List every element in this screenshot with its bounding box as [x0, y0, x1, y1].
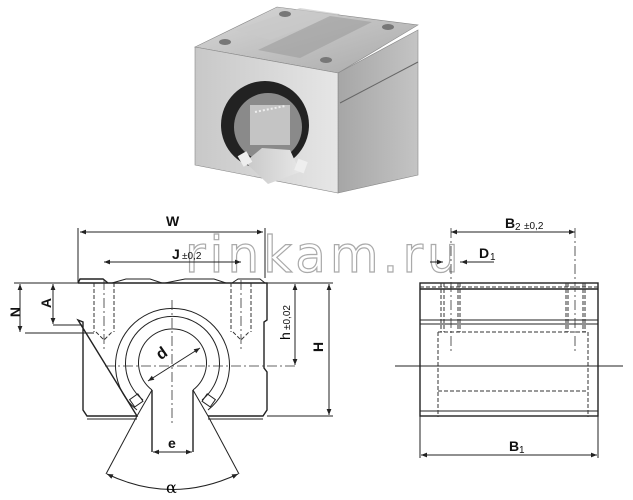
side-view-labels: B 2 ±0,2 D 1 B 1: [479, 215, 544, 456]
product-photo: [194, 6, 419, 194]
label-n: N: [7, 307, 23, 317]
label-d1-sub: 1: [490, 252, 496, 263]
label-h: h: [277, 332, 293, 340]
label-b2-sub: 2: [515, 222, 521, 233]
label-j-tolerance: ±0,2: [182, 251, 202, 262]
side-view: [395, 228, 623, 458]
label-b2: B: [505, 215, 515, 231]
label-w: W: [166, 213, 180, 229]
label-b1: B: [509, 438, 519, 454]
label-d: d: [153, 344, 171, 364]
watermark-text: rinkam.ru: [185, 226, 463, 284]
label-b1-sub: 1: [519, 445, 525, 456]
label-alpha: α: [166, 478, 177, 497]
label-H: H: [310, 342, 326, 352]
label-b2-tolerance: ±0,2: [524, 221, 544, 232]
label-e: e: [168, 435, 176, 451]
label-a: A: [38, 298, 54, 308]
label-j: J: [172, 246, 180, 262]
label-d1: D: [479, 245, 489, 261]
label-h-tolerance: ±0,02: [282, 305, 293, 330]
front-view: [14, 228, 333, 490]
